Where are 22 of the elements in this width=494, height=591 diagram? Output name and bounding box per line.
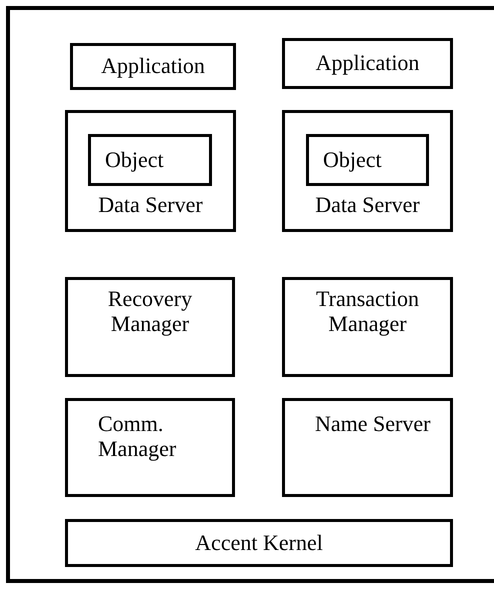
- box-label: Comm. Manager: [98, 411, 178, 461]
- box-label: Object: [105, 147, 165, 172]
- component-box: [282, 38, 453, 89]
- box-label: Data Server: [314, 192, 421, 217]
- box-label: Application: [100, 53, 206, 78]
- component-box: [65, 110, 236, 232]
- box-label: Data Server: [97, 192, 204, 217]
- inner-box: [306, 134, 429, 186]
- component-box: [282, 277, 453, 377]
- component-box: [282, 398, 453, 497]
- box-label: Application: [314, 50, 420, 75]
- component-box: [65, 277, 235, 377]
- box-label: Recovery Manager: [106, 286, 194, 336]
- inner-box: [88, 134, 212, 186]
- box-label: Accent Kernel: [194, 530, 324, 555]
- box-label: Object: [323, 147, 383, 172]
- component-box: [65, 398, 235, 497]
- box-label: Transaction Manager: [314, 286, 420, 336]
- component-box: [70, 43, 236, 90]
- box-label: Name Server: [315, 411, 432, 436]
- component-box: [65, 519, 453, 567]
- component-box: [282, 110, 453, 232]
